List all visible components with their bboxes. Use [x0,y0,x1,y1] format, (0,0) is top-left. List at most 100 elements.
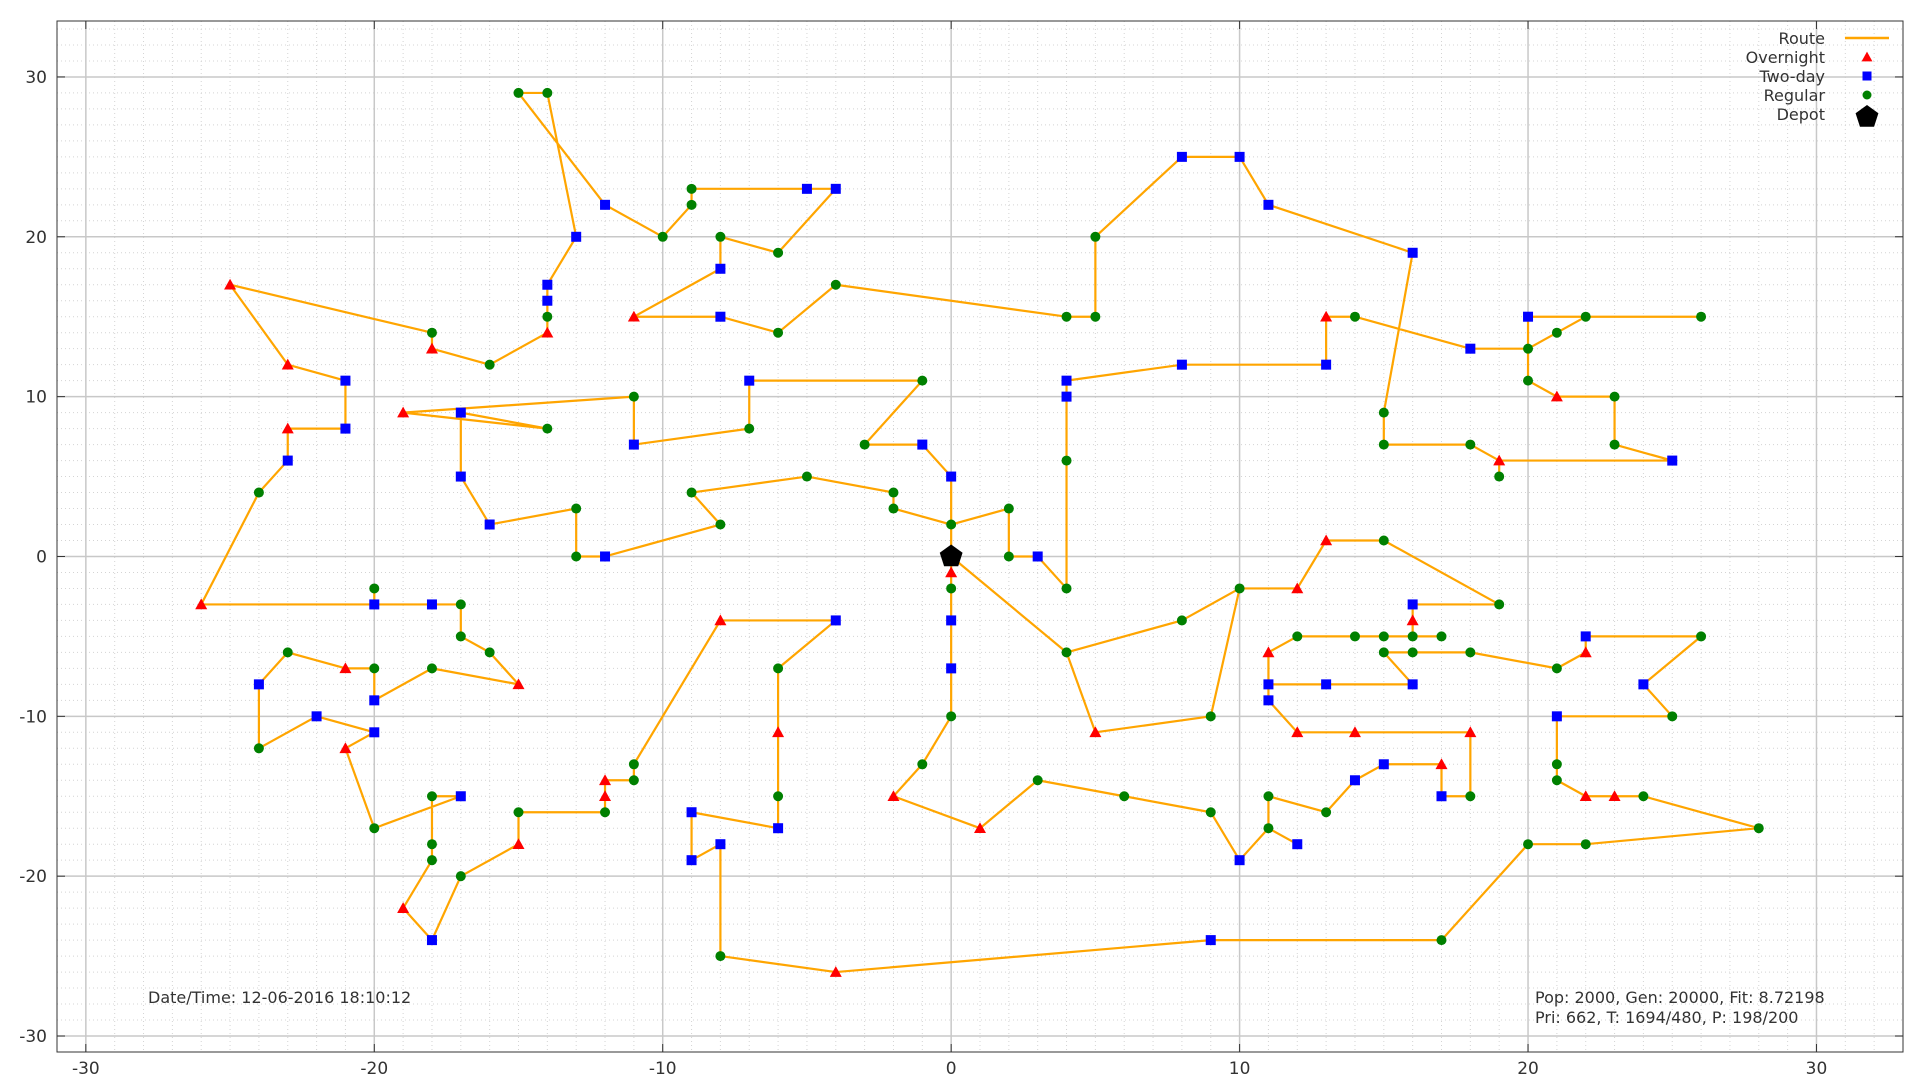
y-tick-label: 0 [36,547,47,567]
plot-frame [56,20,1904,1053]
two-day-stop [686,855,697,866]
two-day-stop [917,439,928,450]
regular-stop [628,759,639,770]
two-day-stop [773,823,784,834]
two-day-stop [311,711,322,722]
two-day-stop [455,791,466,802]
regular-stop [369,823,380,834]
regular-stop [1436,631,1447,642]
two-day-stop [455,407,466,418]
overnight-stop [1291,582,1304,594]
regular-stop [1753,823,1764,834]
overnight-stop [339,662,352,674]
x-tick-label: 10 [1229,1059,1251,1079]
regular-stop [859,439,870,450]
regular-stop [1667,711,1678,722]
two-day-stop [1263,695,1274,706]
stats-annotation-line2: Pri: 662, T: 1694/480, P: 198/200 [1535,1008,1798,1027]
x-tick-label: 20 [1517,1059,1539,1079]
regular-stop [715,519,726,530]
regular-stop [888,487,899,498]
two-day-stop [600,199,611,210]
regular-stop [542,311,553,322]
two-day-stop [946,663,957,674]
regular-stop [773,247,784,258]
regular-stop [1551,327,1562,338]
regular-stop [686,487,697,498]
minor-grid [56,21,1904,1053]
regular-stop [1032,775,1043,786]
two-day-stop [1176,151,1187,162]
regular-stop [1407,647,1418,658]
y-tick-label: -30 [19,1027,47,1047]
regular-stop [571,503,582,514]
overnight-stop [195,598,208,610]
regular-stop [1580,839,1591,850]
regular-stop [1003,503,1014,514]
regular-stop [946,583,957,594]
overnight-stop [599,774,612,786]
x-tick-label: -10 [649,1059,677,1079]
two-day-stop [1407,679,1418,690]
two-day-stop [1638,679,1649,690]
regular-stop [282,647,293,658]
legend-label: Overnight [1746,48,1825,67]
x-tick-label: -20 [360,1059,388,1079]
regular-stop [426,855,437,866]
overnight-stop [541,326,554,338]
regular-stop [1551,663,1562,674]
regular-stop [1638,791,1649,802]
two-day-stop [1349,775,1360,786]
two-day-stop [1176,359,1187,370]
legend-label: Two-day [1759,67,1826,86]
overnight-stop [1406,614,1419,626]
regular-stop [455,631,466,642]
regular-stop [484,647,495,658]
regular-stop [1436,935,1447,946]
overnight-stop [1262,646,1275,658]
regular-stop [686,199,697,210]
regular-stop [1349,311,1360,322]
datetime-annotation: Date/Time: 12-06-2016 18:10:12 [148,988,411,1007]
overnight-stop [397,406,410,418]
two-day-stop [282,455,293,466]
two-day-stop [1205,935,1216,946]
overnight-stop [397,902,410,913]
y-tick-label: 30 [25,68,47,88]
two-day-stop [628,439,639,450]
depot-marker [939,544,963,567]
two-day-stop [484,519,495,530]
two-day-stop [1292,839,1303,850]
two-day-stop [1234,855,1245,866]
overnight-stop [772,726,785,738]
regular-stop [426,791,437,802]
overnight-stop [945,566,958,578]
two-day-stop [426,599,437,610]
overnight-stop [1464,726,1477,738]
two-day-stop [1032,551,1043,562]
overnight-stop [1435,758,1448,770]
overnight-stop [512,678,525,690]
two-day-stop [369,727,380,738]
overnight-stop [714,614,727,626]
regular-stop [1061,311,1072,322]
two-day-stop [340,423,351,434]
legend-label: Depot [1777,105,1825,124]
regular-stop [1523,343,1534,354]
two-day-stop [744,375,755,386]
regular-stop [1407,631,1418,642]
two-day-stop [1407,599,1418,610]
regular-stop [1465,439,1476,450]
two-day-stop [542,295,553,306]
regular-stop [1609,391,1620,402]
overnight-stop [512,838,525,850]
regular-stop [1465,647,1476,658]
regular-stop [1349,631,1360,642]
overnight-stop [281,422,294,434]
overnight-stop [339,742,352,754]
regular-stop [1378,407,1389,418]
x-tick-label: 0 [946,1059,957,1079]
